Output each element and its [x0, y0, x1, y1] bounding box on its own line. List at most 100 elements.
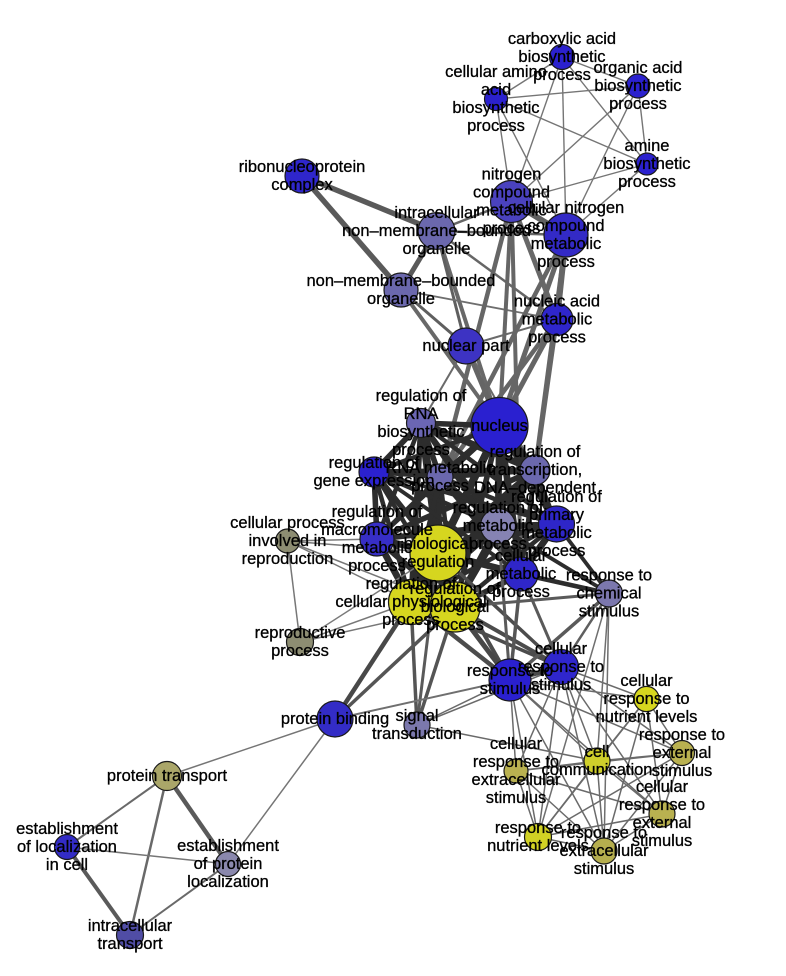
svg-text:of protein: of protein: [194, 855, 263, 873]
svg-text:cellular amino: cellular amino: [445, 63, 547, 81]
svg-text:metabolic: metabolic: [476, 202, 547, 220]
svg-text:external: external: [633, 814, 692, 832]
svg-text:metabolic: metabolic: [342, 539, 413, 557]
svg-text:process: process: [271, 642, 329, 660]
svg-text:response to: response to: [619, 796, 705, 814]
svg-text:protein transport: protein transport: [107, 767, 228, 785]
svg-text:cellular process: cellular process: [230, 514, 345, 532]
svg-text:cellular: cellular: [636, 778, 689, 796]
svg-text:of localization: of localization: [17, 838, 117, 856]
svg-text:establishment: establishment: [177, 837, 279, 855]
svg-text:process: process: [528, 542, 586, 560]
svg-text:response to: response to: [495, 819, 581, 837]
svg-text:organelle: organelle: [403, 240, 471, 258]
svg-text:cellular: cellular: [620, 672, 673, 690]
svg-text:biosynthetic: biosynthetic: [603, 155, 690, 173]
svg-text:compound: compound: [527, 217, 604, 235]
svg-text:intracellular: intracellular: [394, 204, 479, 222]
svg-text:process: process: [426, 616, 484, 634]
svg-text:gene expression: gene expression: [313, 472, 434, 490]
svg-text:intracellular: intracellular: [88, 917, 173, 935]
svg-text:process: process: [528, 329, 586, 347]
svg-text:cellular nitrogen: cellular nitrogen: [508, 199, 624, 217]
svg-text:process: process: [609, 95, 667, 113]
svg-text:involved in: involved in: [249, 532, 327, 550]
svg-text:acid: acid: [481, 81, 511, 99]
svg-text:cellular: cellular: [535, 640, 588, 658]
svg-text:communication: communication: [542, 761, 653, 779]
svg-text:extracellular: extracellular: [560, 842, 649, 860]
svg-text:stimulus: stimulus: [652, 762, 713, 780]
svg-text:regulation of: regulation of: [410, 580, 501, 598]
svg-text:biosynthetic: biosynthetic: [518, 48, 605, 66]
svg-text:response to: response to: [561, 824, 647, 842]
svg-text:non–membrane–bounded: non–membrane–bounded: [342, 222, 531, 240]
svg-text:biosynthetic: biosynthetic: [594, 77, 681, 95]
svg-text:process: process: [537, 253, 595, 271]
svg-text:protein binding: protein binding: [281, 710, 389, 728]
svg-text:reproductive: reproductive: [255, 624, 346, 642]
svg-text:regulation of: regulation of: [329, 454, 420, 472]
svg-text:signal: signal: [395, 707, 438, 725]
svg-text:regulation of: regulation of: [332, 503, 423, 521]
svg-text:response to: response to: [639, 726, 725, 744]
svg-text:transcription,: transcription,: [488, 461, 582, 479]
svg-text:macromolecule: macromolecule: [321, 521, 433, 539]
svg-text:nucleic acid: nucleic acid: [514, 293, 600, 311]
svg-text:biological: biological: [421, 598, 490, 616]
svg-text:regulation of: regulation of: [366, 575, 457, 593]
svg-text:stimulus: stimulus: [579, 603, 640, 621]
svg-text:process: process: [533, 66, 591, 84]
svg-text:response to: response to: [518, 658, 604, 676]
svg-text:stimulus: stimulus: [574, 860, 635, 878]
svg-text:localization: localization: [187, 873, 269, 891]
svg-text:process: process: [483, 220, 541, 238]
svg-text:regulation of: regulation of: [490, 443, 581, 461]
svg-text:process: process: [382, 611, 440, 629]
svg-text:process: process: [467, 117, 525, 135]
svg-text:external: external: [653, 744, 712, 762]
svg-text:biological: biological: [404, 535, 473, 553]
svg-text:nucleus: nucleus: [471, 417, 528, 435]
svg-text:nutrient levels: nutrient levels: [596, 708, 698, 726]
svg-text:organic acid: organic acid: [594, 59, 683, 77]
svg-text:organelle: organelle: [367, 290, 435, 308]
svg-text:nitrogen: nitrogen: [482, 166, 542, 184]
svg-text:regulation of: regulation of: [453, 499, 544, 517]
svg-text:amine: amine: [625, 137, 670, 155]
svg-text:transport: transport: [97, 935, 163, 953]
svg-text:RNA metabolic: RNA metabolic: [385, 459, 494, 477]
svg-text:extracellular: extracellular: [472, 771, 561, 789]
svg-text:transduction: transduction: [372, 725, 462, 743]
svg-text:stimulus: stimulus: [480, 680, 541, 698]
svg-text:non–membrane–bounded: non–membrane–bounded: [307, 272, 496, 290]
svg-text:metabolic: metabolic: [522, 311, 593, 329]
svg-text:process: process: [618, 173, 676, 191]
svg-text:in cell: in cell: [46, 856, 88, 874]
svg-text:biosynthetic: biosynthetic: [452, 99, 539, 117]
svg-text:regulation of: regulation of: [511, 488, 602, 506]
svg-text:response to: response to: [566, 567, 652, 585]
svg-text:cellular: cellular: [490, 735, 543, 753]
svg-text:metabolic: metabolic: [486, 565, 557, 583]
svg-text:primary: primary: [529, 506, 585, 524]
svg-text:metabolic: metabolic: [531, 235, 602, 253]
svg-text:cellular physiological: cellular physiological: [335, 593, 486, 611]
svg-text:complex: complex: [271, 176, 333, 194]
svg-text:ribonucleoprotein: ribonucleoprotein: [239, 158, 366, 176]
svg-text:process: process: [411, 477, 469, 495]
svg-text:metabolic: metabolic: [521, 524, 592, 542]
svg-text:establishment: establishment: [16, 820, 118, 838]
svg-text:process: process: [492, 583, 550, 601]
svg-text:biosynthetic: biosynthetic: [377, 423, 464, 441]
svg-text:nuclear part: nuclear part: [422, 337, 510, 355]
svg-text:reproduction: reproduction: [242, 550, 334, 568]
svg-text:stimulus: stimulus: [531, 676, 592, 694]
svg-text:cell: cell: [585, 743, 610, 761]
svg-text:carboxylic acid: carboxylic acid: [508, 30, 616, 48]
svg-text:regulation: regulation: [402, 553, 474, 571]
svg-text:process: process: [392, 441, 450, 459]
svg-text:regulation of: regulation of: [376, 387, 467, 405]
svg-text:stimulus: stimulus: [486, 789, 547, 807]
svg-text:response to: response to: [473, 753, 559, 771]
